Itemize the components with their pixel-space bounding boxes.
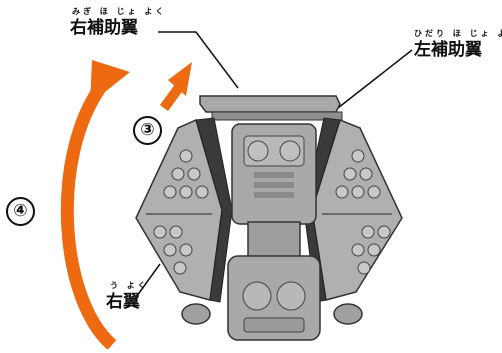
wing-stud — [359, 167, 373, 181]
wing-stud — [179, 149, 193, 163]
leader-left-aux-wing — [337, 49, 413, 109]
wing-stud — [343, 167, 357, 181]
rotation-arrow-large — [60, 84, 117, 350]
rotation-arrowhead-large — [90, 60, 130, 104]
wing-stud — [153, 225, 167, 239]
auxiliary-wing-bar — [199, 95, 341, 113]
wing-stud — [171, 167, 185, 181]
wing-stud — [163, 185, 177, 199]
wing-stud — [163, 243, 177, 257]
wing-stud — [357, 261, 371, 275]
wing-stud — [335, 185, 349, 199]
wing-stud — [187, 167, 201, 181]
wing-stud — [179, 243, 193, 257]
wing-stud — [351, 185, 365, 199]
wing-stud — [173, 261, 187, 275]
wing-stud — [367, 243, 381, 257]
right-aux-wing-ruby: みぎ ほ じょ よく — [72, 7, 167, 16]
step-3-marker: ③ — [133, 116, 162, 145]
wing-stud — [195, 185, 209, 199]
wing-stud — [367, 185, 381, 199]
left-aux-wing-ruby: ひだり ほ じょ よく — [414, 29, 502, 38]
wing-stud — [361, 225, 375, 239]
right-wing-label: 右翼 — [106, 292, 140, 312]
auxiliary-wing-lower-bar — [211, 111, 343, 121]
wing-stud — [377, 225, 391, 239]
wing-stud — [169, 225, 183, 239]
wing-stud — [351, 149, 365, 163]
wing-stud — [351, 243, 365, 257]
wing-studs — [153, 149, 391, 275]
leader-right-wing — [133, 263, 161, 301]
right-aux-wing-label: 右補助翼 — [70, 18, 138, 38]
wing-stud — [179, 185, 193, 199]
step-4-marker: ④ — [6, 197, 35, 226]
leader-right-aux-wing — [158, 31, 239, 89]
rotation-arrow-small — [159, 83, 185, 111]
right-wing-edge — [195, 117, 233, 303]
right-wing-ruby: う よく — [110, 281, 149, 290]
left-aux-wing-label: 左補助翼 — [414, 40, 482, 60]
rotation-arrowhead-small — [168, 62, 192, 96]
